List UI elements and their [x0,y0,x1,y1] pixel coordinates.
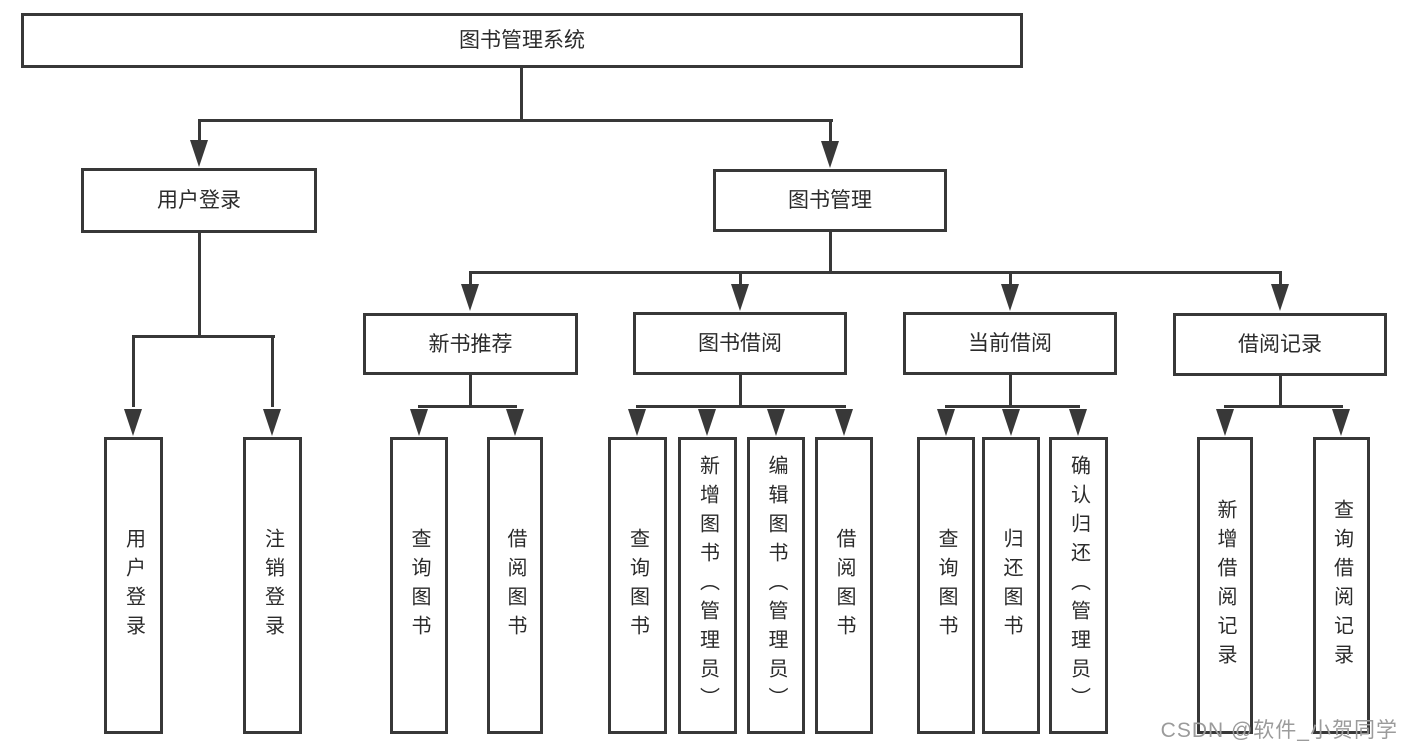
node-label: 新增图书（管理员） [696,455,719,716]
diagram-node-leaf-cb-confirm: 确认归还（管理员） [1049,437,1108,734]
connector-line [418,405,517,408]
arrow-down-icon [410,409,428,436]
diagram-node-leaf-nb-query: 查询图书 [390,437,448,734]
connector-line [198,119,833,122]
diagram-node-book-manage: 图书管理 [713,169,947,232]
arrow-down-icon [1001,284,1019,311]
connector-line [829,119,832,141]
diagram-node-leaf-cb-query: 查询图书 [917,437,975,734]
node-label: 注销登录 [261,527,284,644]
diagram-node-leaf-bb-query: 查询图书 [608,437,667,734]
diagram-node-leaf-user-login: 用户登录 [104,437,163,734]
arrow-down-icon [628,409,646,436]
node-label: 新增借阅记录 [1214,498,1236,673]
connector-line [469,375,472,407]
arrow-down-icon [937,409,955,436]
diagram-node-book-borrow: 图书借阅 [633,312,847,375]
connector-line [1279,375,1282,407]
arrow-down-icon [1069,409,1087,436]
diagram-node-leaf-br-query: 查询借阅记录 [1313,437,1370,734]
node-label: 借阅记录 [1238,333,1322,356]
diagram-node-user-login: 用户登录 [81,168,317,233]
arrow-down-icon [461,284,479,311]
arrow-down-icon [263,409,281,436]
connector-line [829,232,832,273]
arrow-down-icon [767,409,785,436]
connector-line [469,271,1282,274]
arrow-down-icon [835,409,853,436]
arrow-down-icon [190,140,208,167]
node-label: 查询图书 [626,527,649,644]
connector-line [198,119,201,141]
node-label: 编辑图书（管理员） [765,455,787,716]
connector-line [132,335,275,338]
diagram-node-leaf-nb-borrow: 借阅图书 [487,437,543,734]
arrow-down-icon [821,141,839,168]
connector-line [520,67,523,120]
connector-line [945,405,1080,408]
arrow-down-icon [1271,284,1289,311]
node-label: 归还图书 [1000,527,1022,644]
diagram-node-leaf-logout: 注销登录 [243,437,302,734]
node-label: 确认归还（管理员） [1067,455,1090,716]
node-label: 当前借阅 [968,332,1052,355]
connector-line [1279,271,1282,285]
csdn-watermark: CSDN @软件_小贺同学 [1160,719,1398,742]
arrow-down-icon [124,409,142,436]
connector-line [1224,405,1343,408]
diagram-node-leaf-br-add: 新增借阅记录 [1197,437,1253,734]
connector-line [469,271,472,285]
connector-line [1009,271,1012,285]
connector-line [739,271,742,285]
node-label: 查询图书 [935,527,957,644]
node-label: 用户登录 [122,527,145,644]
arrow-down-icon [1216,409,1234,436]
connector-line [1009,375,1012,407]
arrow-down-icon [731,284,749,311]
connector-line [271,335,274,407]
node-label: 查询图书 [408,527,430,644]
node-label: 新书推荐 [428,332,513,356]
connector-line [739,375,742,407]
diagram-node-leaf-cb-return: 归还图书 [982,437,1040,734]
node-label: 用户登录 [157,189,241,212]
arrow-down-icon [1002,409,1020,436]
node-label: 图书管理系统 [459,29,585,52]
connector-line [198,233,201,336]
connector-line [132,335,135,407]
node-label: 查询借阅记录 [1330,498,1353,673]
node-label: 借阅图书 [504,527,526,644]
diagram-node-root: 图书管理系统 [21,13,1023,68]
node-label: 图书借阅 [698,332,782,355]
node-label: 图书管理 [788,189,872,212]
diagram-node-borrow-records: 借阅记录 [1173,313,1387,376]
connector-line [636,405,846,408]
diagram-node-new-book-rec: 新书推荐 [363,313,578,375]
node-label: 借阅图书 [833,527,855,644]
arrow-down-icon [698,409,716,436]
diagram-node-current-borrow: 当前借阅 [903,312,1117,375]
diagram-node-leaf-bb-add: 新增图书（管理员） [678,437,737,734]
diagram-node-leaf-bb-edit: 编辑图书（管理员） [747,437,805,734]
arrow-down-icon [1332,409,1350,436]
diagram-node-leaf-bb-borrow: 借阅图书 [815,437,873,734]
arrow-down-icon [506,409,524,436]
